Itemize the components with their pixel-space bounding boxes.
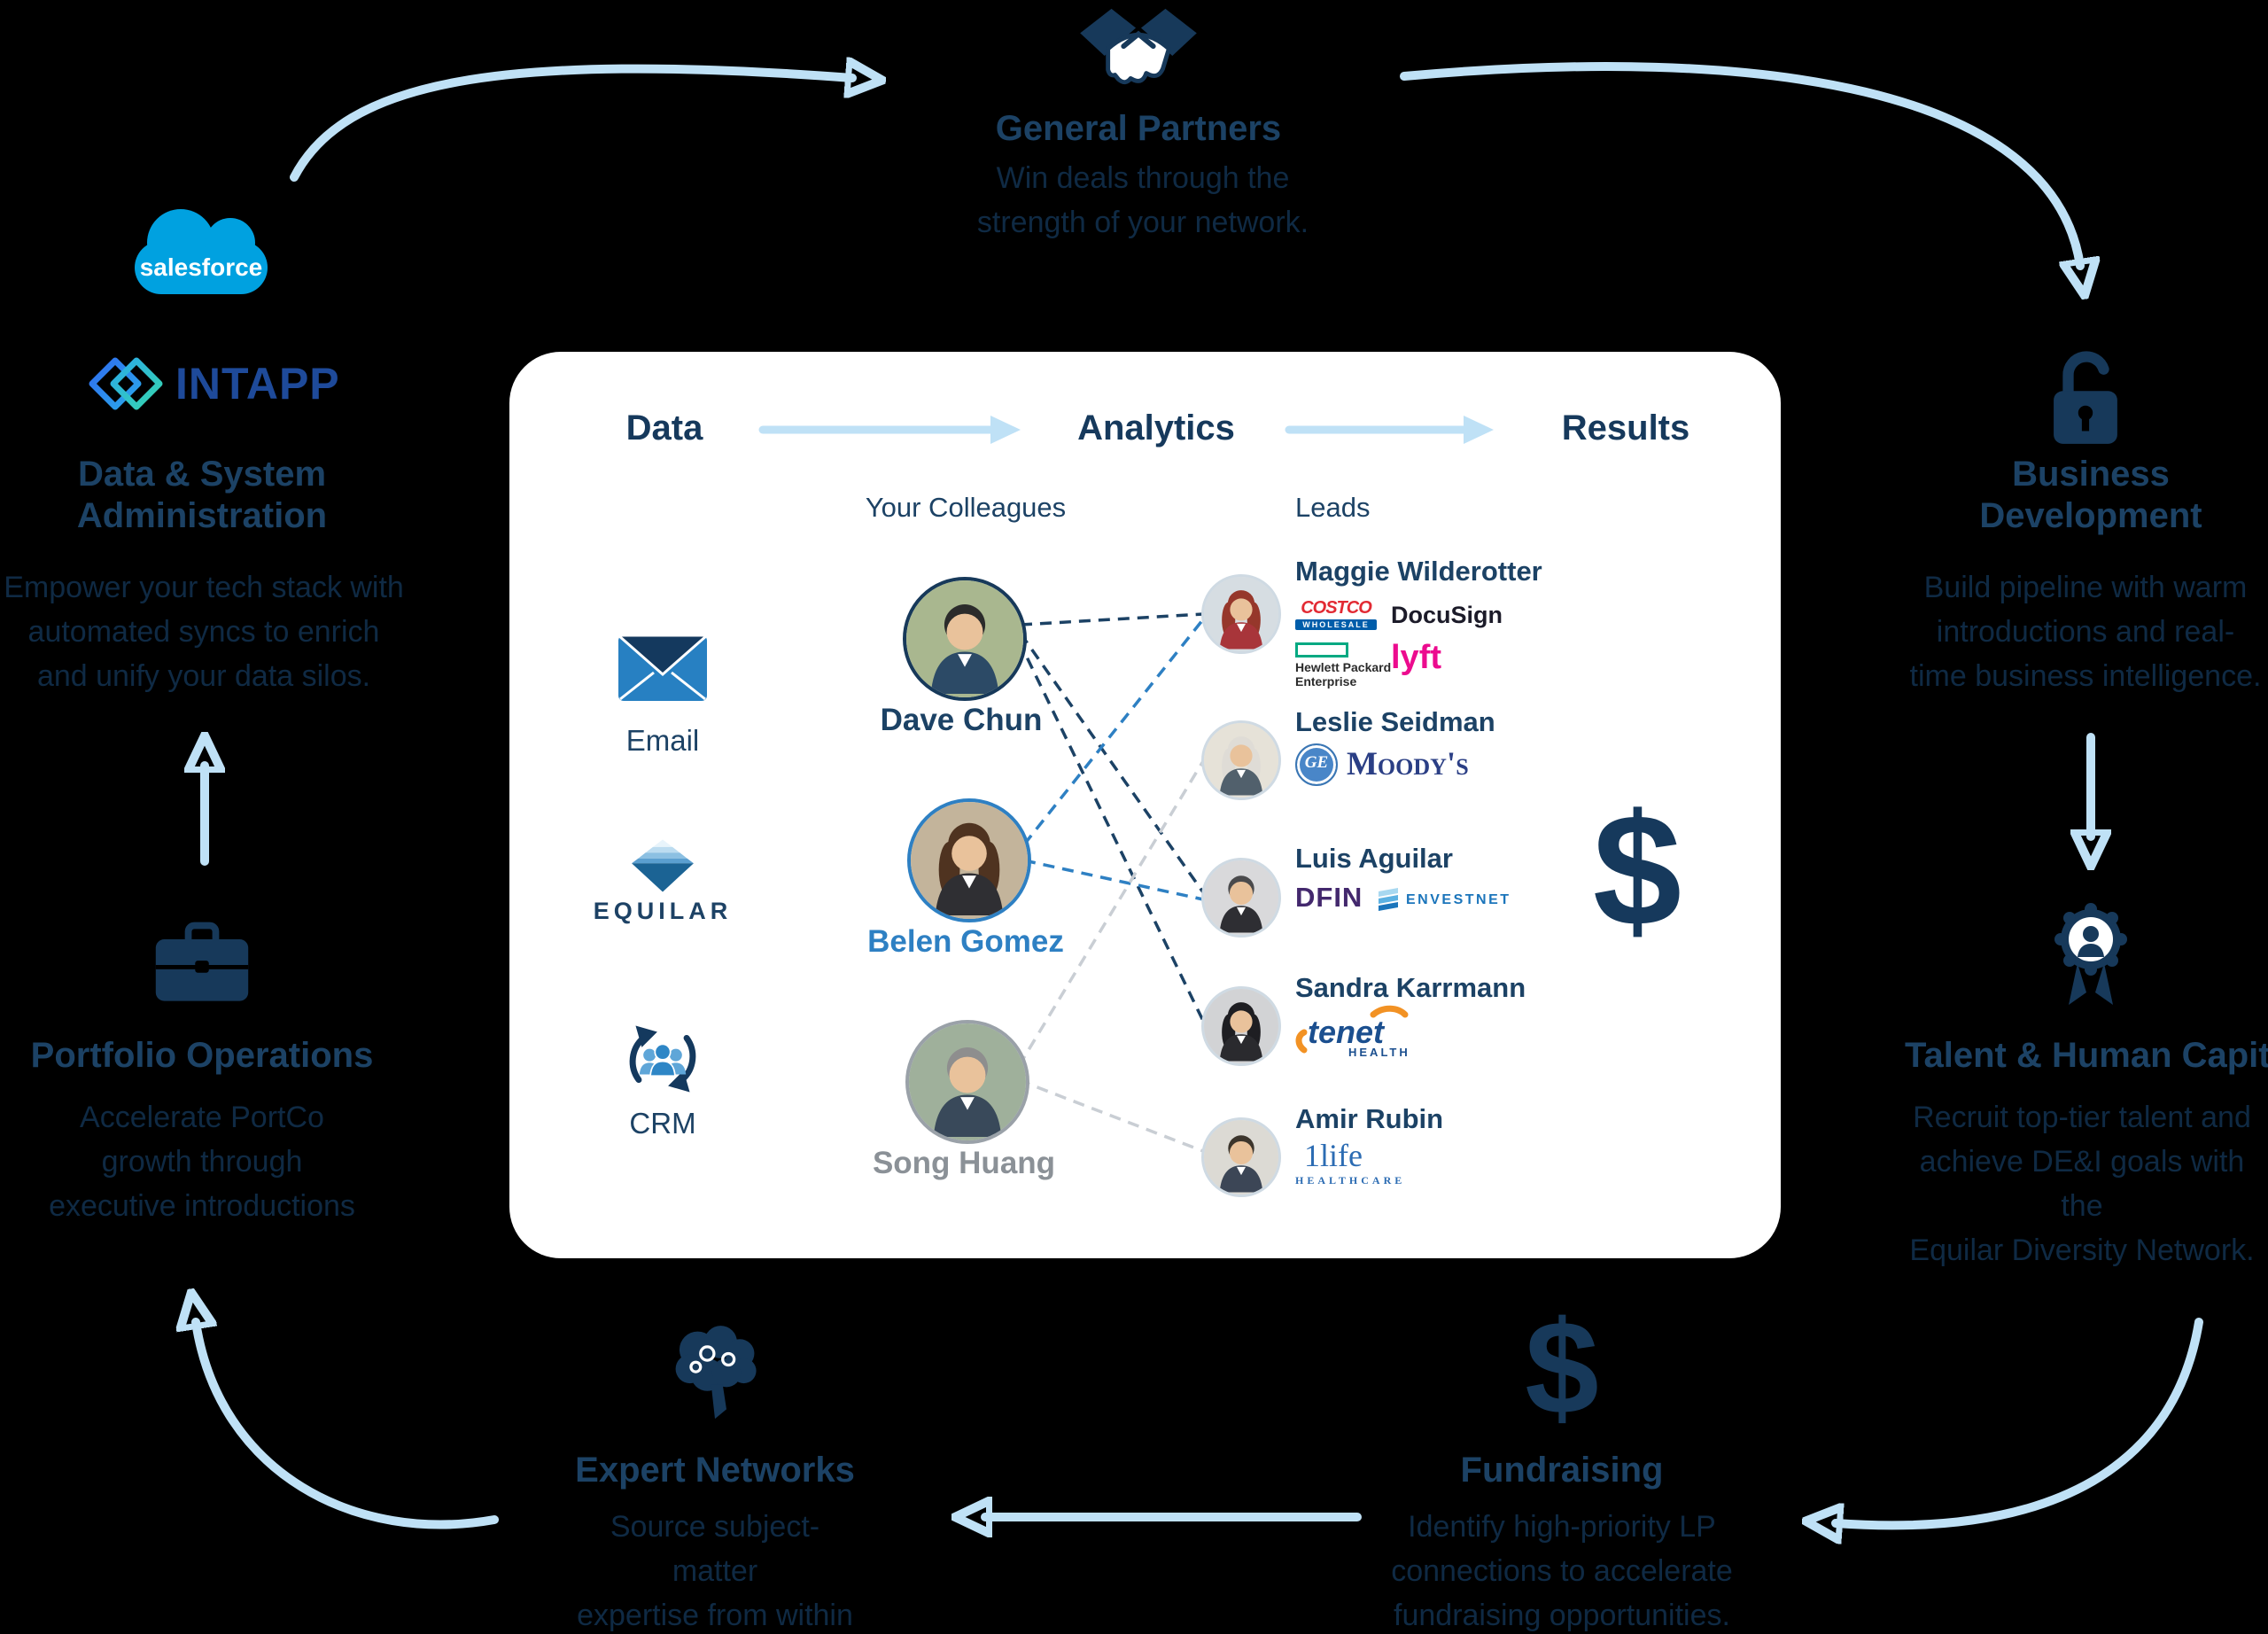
svg-text:HEALTH: HEALTH [1348, 1046, 1410, 1059]
results-dollar-icon: $ [1592, 782, 1682, 960]
portfolio-operations-subtitle: Accelerate PortCo growth through executi… [49, 1101, 355, 1223]
dollar-icon: $ [1525, 1293, 1599, 1442]
avatar-leslie-seidman [1201, 720, 1281, 800]
moodys-logo: Moody's [1347, 746, 1469, 782]
expert-networks-subtitle: Source subject-matter expertise from wit… [577, 1510, 853, 1632]
avatar-dave-chun [903, 577, 1027, 701]
lyft-logo: lyft [1391, 639, 1441, 676]
leads-heading: Leads [1295, 492, 1371, 523]
avatar-belen-gomez [907, 798, 1031, 922]
colleagues-heading: Your Colleagues [865, 492, 1067, 523]
onelife-logo: 1life [1304, 1138, 1363, 1173]
colleague-name: Dave Chun [880, 703, 1043, 737]
general-partners-title: General Partners [995, 109, 1282, 148]
business-development-title: Business Development [1979, 455, 2202, 536]
envestnet-chevrons-icon [1379, 888, 1398, 911]
equilar-pyramid-icon [632, 839, 694, 892]
expert-networks-title: Expert Networks [575, 1451, 855, 1490]
salesforce-logo-text: salesforce [139, 253, 263, 281]
costco-logo: COSTCO WHOLESALE [1295, 598, 1377, 630]
intapp-logo-text: INTAPP [175, 359, 340, 408]
flow-step-analytics: Analytics [1077, 408, 1235, 447]
email-icon [618, 635, 707, 701]
avatar-amir-rubin [1201, 1117, 1281, 1197]
ge-logo: GE [1295, 743, 1338, 786]
talent-human-capital-subtitle: Recruit top-tier talent and achieve DE&I… [1909, 1101, 2255, 1267]
avatar-song-huang [905, 1020, 1029, 1144]
sandra-company-logos: tenet HEALTH [1295, 1004, 1446, 1059]
business-development-subtitle: Build pipeline with warm introductions a… [1909, 571, 2262, 693]
colleague-name: Belen Gomez [867, 924, 1064, 959]
fundraising-subtitle: Identify high-priority LP connections to… [1391, 1510, 1733, 1632]
link-belen-luis [1023, 859, 1204, 901]
link-dave-maggie [1020, 612, 1204, 626]
link-dave-luis [1019, 632, 1205, 894]
onelife-logo-sub: HEALTHCARE [1295, 1174, 1406, 1187]
analytics-flow-card: Data Analytics Results Your Colleagues L… [509, 352, 1781, 1258]
avatar-luis-aguilar [1201, 858, 1281, 938]
hpe-bar-icon [1295, 642, 1348, 657]
handshake-icon [1080, 8, 1197, 85]
arrow-general-partners-to-bizdev [1400, 62, 2080, 266]
crm-label: CRM [629, 1107, 696, 1140]
data-system-admin-subtitle: Empower your tech stack with automated s… [4, 571, 404, 693]
svg-text:tenet: tenet [1308, 1014, 1386, 1050]
salesforce-logo [135, 209, 268, 294]
intapp-logo: INTAPP [89, 354, 354, 413]
portfolio-operations-title: Portfolio Operations [30, 1036, 374, 1075]
luis-company-logos: DFIN ENVESTNET [1295, 880, 1561, 924]
envestnet-logo: ENVESTNET [1377, 887, 1511, 914]
lead-name: Amir Rubin [1295, 1103, 1444, 1134]
avatar-maggie-wilderotter [1201, 574, 1281, 654]
lead-name: Leslie Seidman [1295, 706, 1495, 737]
brain-icon [675, 1326, 757, 1420]
docusign-logo: DocuSign [1391, 602, 1503, 628]
lock-icon [2054, 351, 2117, 444]
lead-name: Sandra Karrmann [1295, 972, 1526, 1003]
fundraising-title: Fundraising [1460, 1451, 1664, 1490]
talent-human-capital-title: Talent & Human Capital [1905, 1036, 2268, 1075]
email-label: Email [625, 724, 700, 757]
arrow-admin-to-general-partners [290, 69, 852, 182]
tenet-health-logo: tenet HEALTH [1295, 1005, 1410, 1059]
flow-step-data: Data [625, 408, 703, 447]
flow-step-results: Results [1561, 408, 1690, 447]
hpe-logo: Hewlett Packard Enterprise [1295, 642, 1391, 689]
lead-name: Maggie Wilderotter [1295, 556, 1542, 587]
leslie-company-logos: GE Moody's [1295, 743, 1561, 797]
arrow-talent-to-fundraising [1836, 1318, 2203, 1525]
link-song-leslie [1017, 760, 1205, 1067]
amir-company-logos: 1life HEALTHCARE [1295, 1137, 1446, 1194]
arrow-experts-to-portfolio [196, 1322, 499, 1529]
link-song-amir [1018, 1078, 1204, 1153]
maggie-company-logos: COSTCO WHOLESALE DocuSign Hewlett Packar… [1295, 593, 1561, 699]
crm-sync-icon [629, 1025, 696, 1093]
avatar-sandra-karrmann [1201, 986, 1281, 1066]
award-icon [2054, 903, 2127, 1005]
intapp-chevrons-icon [89, 357, 163, 410]
briefcase-icon [155, 922, 249, 1001]
dfin-logo: DFIN [1295, 882, 1363, 913]
link-dave-sandra [1017, 640, 1205, 1022]
equilar-label: EQUILAR [593, 898, 733, 924]
colleague-name: Song Huang [872, 1146, 1056, 1180]
lead-name: Luis Aguilar [1295, 843, 1453, 874]
general-partners-subtitle: Win deals through the strength of your n… [976, 161, 1309, 239]
data-system-admin-title: Data & System Administration [76, 455, 328, 536]
